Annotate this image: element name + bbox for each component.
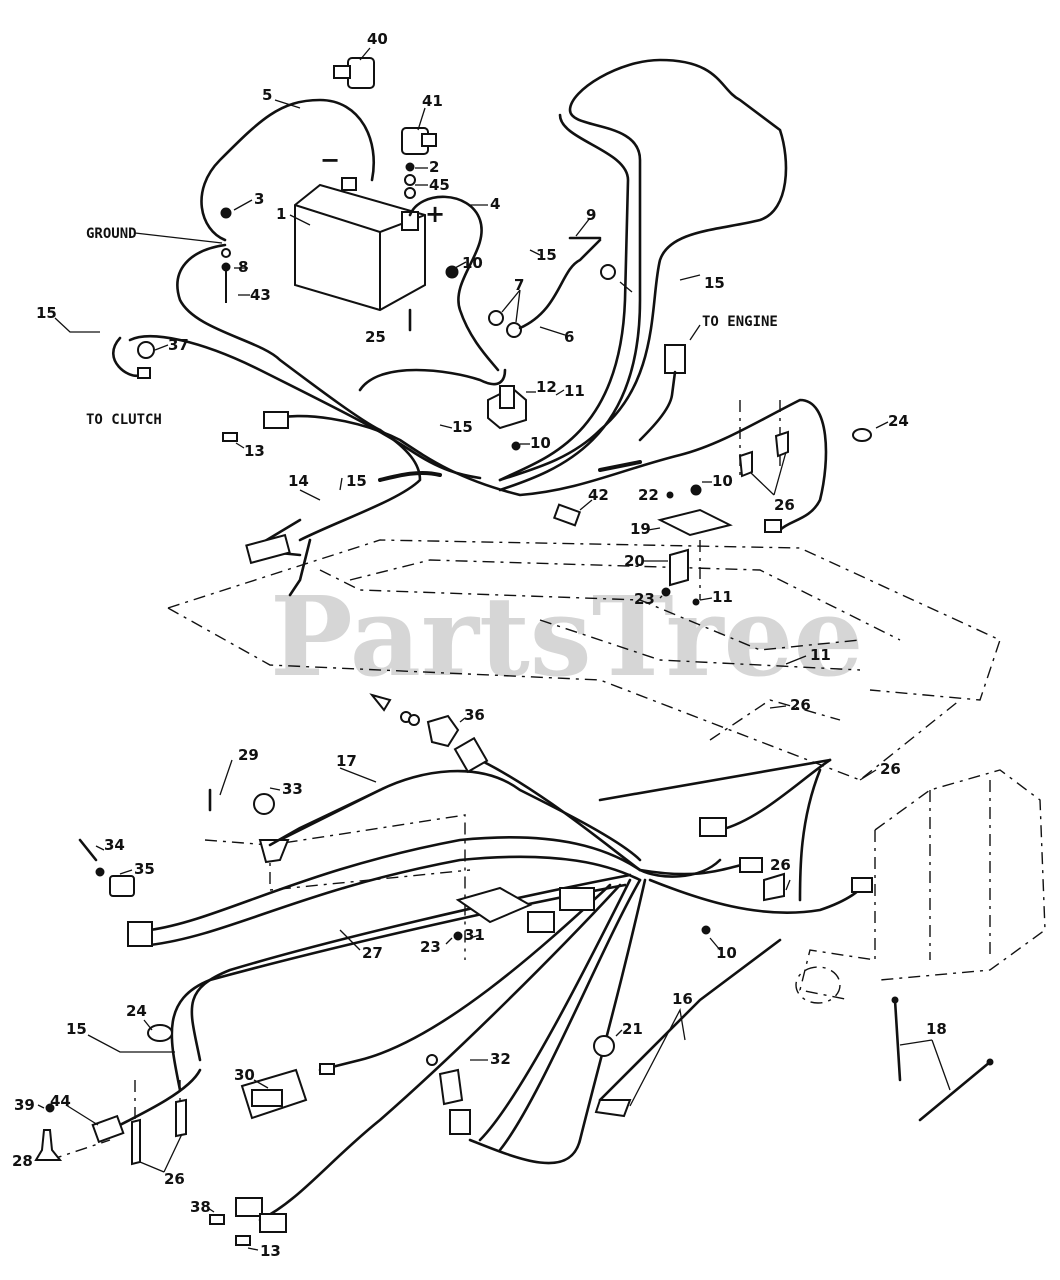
callout-26-c: 26 bbox=[880, 760, 901, 778]
callout-7-a: 7 bbox=[514, 276, 524, 294]
callout-26-d: 26 bbox=[770, 856, 791, 874]
callout-10-d: 10 bbox=[716, 944, 737, 962]
callout-45: 45 bbox=[429, 176, 450, 194]
main-harness-upper bbox=[112, 334, 828, 597]
callout-21: 21 bbox=[622, 1020, 643, 1038]
callout-26-b: 26 bbox=[790, 696, 811, 714]
callout-23-a: 23 bbox=[634, 590, 655, 608]
callout-31: 31 bbox=[464, 926, 485, 944]
callout-10-c: 10 bbox=[712, 472, 733, 490]
callout-14: 14 bbox=[288, 472, 309, 490]
callout-23-b: 23 bbox=[420, 938, 441, 956]
battery-negative-sign: − bbox=[320, 146, 340, 174]
callout-15-e: 15 bbox=[346, 472, 367, 490]
callout-41: 41 bbox=[422, 92, 443, 110]
callout-24-b: 24 bbox=[126, 1002, 147, 1020]
callout-13-b: 13 bbox=[260, 1242, 281, 1260]
callout-24-a: 24 bbox=[888, 412, 909, 430]
callout-5: 5 bbox=[262, 86, 272, 104]
callout-15-c: 15 bbox=[36, 304, 57, 322]
callout-16: 16 bbox=[672, 990, 693, 1008]
callout-10-b: 10 bbox=[530, 434, 551, 452]
loop-cable bbox=[498, 58, 788, 492]
callout-17: 17 bbox=[336, 752, 357, 770]
callout-15-b: 15 bbox=[704, 274, 725, 292]
callout-20: 20 bbox=[624, 552, 645, 570]
callout-18: 18 bbox=[926, 1020, 947, 1038]
callout-11-b: 11 bbox=[712, 588, 733, 606]
callout-1: 1 bbox=[276, 205, 286, 223]
callout-27: 27 bbox=[362, 944, 383, 962]
chassis-dashed-outline bbox=[49, 400, 1001, 1161]
battery-positive-sign: + bbox=[425, 200, 445, 228]
callout-13-a: 13 bbox=[244, 442, 265, 460]
callout-37: 37 bbox=[168, 336, 189, 354]
callout-9: 9 bbox=[586, 206, 596, 224]
callout-10-a: 10 bbox=[462, 254, 483, 272]
engine-dashed-outline bbox=[795, 769, 1046, 1004]
callout-33: 33 bbox=[282, 780, 303, 798]
callout-38: 38 bbox=[190, 1198, 211, 1216]
bracket-cluster bbox=[657, 428, 872, 606]
callout-19: 19 bbox=[630, 520, 651, 538]
callout-30: 30 bbox=[234, 1066, 255, 1084]
callout-8: 8 bbox=[238, 258, 248, 276]
callout-11-c: 11 bbox=[810, 646, 831, 664]
callout-36: 36 bbox=[464, 706, 485, 724]
leader-lines bbox=[37, 47, 951, 1251]
battery-cables bbox=[176, 98, 500, 432]
callout-6: 6 bbox=[564, 328, 574, 346]
main-harness-lower bbox=[108, 758, 872, 1222]
callout-11-a: 11 bbox=[564, 382, 585, 400]
callout-2: 2 bbox=[429, 158, 439, 176]
callout-43: 43 bbox=[250, 286, 271, 304]
watermark-text: PartsTree bbox=[270, 572, 864, 701]
callout-numbers: 40 41 5 2 45 3 4 1 9 15 10 7 15 8 43 25 … bbox=[12, 30, 947, 1260]
ground-label: GROUND bbox=[86, 226, 137, 242]
callout-4: 4 bbox=[490, 195, 500, 213]
callout-40: 40 bbox=[367, 30, 388, 48]
to-clutch-label: TO CLUTCH bbox=[86, 412, 162, 428]
callout-34: 34 bbox=[104, 836, 125, 854]
callout-25: 25 bbox=[365, 328, 386, 346]
callout-32: 32 bbox=[490, 1050, 511, 1068]
callout-42: 42 bbox=[588, 486, 609, 504]
callout-35: 35 bbox=[134, 860, 155, 878]
callout-15-f: 15 bbox=[66, 1020, 87, 1038]
callout-22: 22 bbox=[638, 486, 659, 504]
callout-12: 12 bbox=[536, 378, 557, 396]
callout-3: 3 bbox=[254, 190, 264, 208]
text-labels: GROUND TO CLUTCH TO ENGINE bbox=[86, 226, 778, 428]
callout-44: 44 bbox=[50, 1092, 71, 1110]
solenoid-assembly bbox=[358, 236, 616, 451]
top-components bbox=[220, 57, 459, 303]
callout-15-d: 15 bbox=[452, 418, 473, 436]
to-engine-label: TO ENGINE bbox=[702, 314, 778, 330]
callout-28: 28 bbox=[12, 1152, 33, 1170]
callout-26-e: 26 bbox=[164, 1170, 185, 1188]
callout-29: 29 bbox=[238, 746, 259, 764]
callout-39: 39 bbox=[14, 1096, 35, 1114]
battery: − + bbox=[294, 146, 445, 312]
callout-15-a: 15 bbox=[536, 246, 557, 264]
callout-26-a: 26 bbox=[774, 496, 795, 514]
lower-connectors bbox=[34, 693, 994, 1246]
